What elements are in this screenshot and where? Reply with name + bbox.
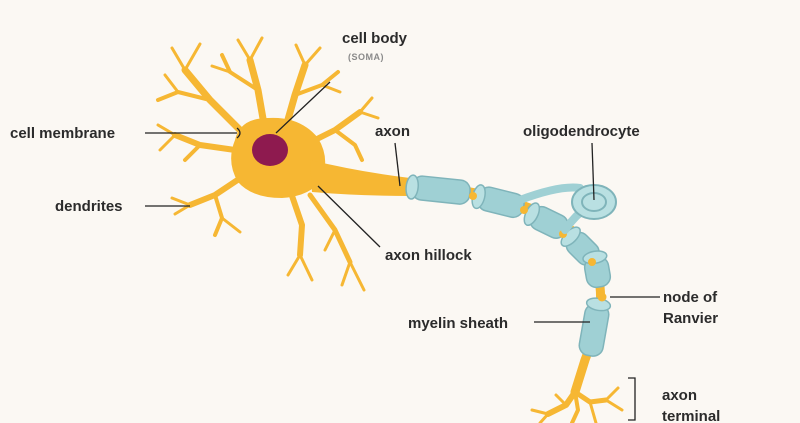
label-axon-terminal-1: axon [662,387,697,404]
leader-lines [145,81,660,421]
axon-hillock-shape [310,160,410,196]
label-cell-body: cell body [342,30,408,47]
nucleus [252,134,288,166]
axon-core [295,173,606,397]
nodes-of-ranvier [469,192,607,302]
axon-terminal-branches [530,386,624,423]
label-axon-terminal-2: terminal [662,408,720,423]
label-oligodendrocyte: oligodendrocyte [523,123,640,140]
label-node-of-ranvier-1: node of [663,289,718,306]
label-myelin-sheath: myelin sheath [408,315,508,332]
dendrite-branches [156,36,380,292]
label-axon: axon [375,123,410,140]
label-axon-hillock: axon hillock [385,247,472,264]
label-soma: (SOMA) [348,52,384,62]
label-dendrites: dendrites [55,198,123,215]
label-node-of-ranvier-2: Ranvier [663,310,718,327]
label-cell-membrane: cell membrane [10,125,115,142]
